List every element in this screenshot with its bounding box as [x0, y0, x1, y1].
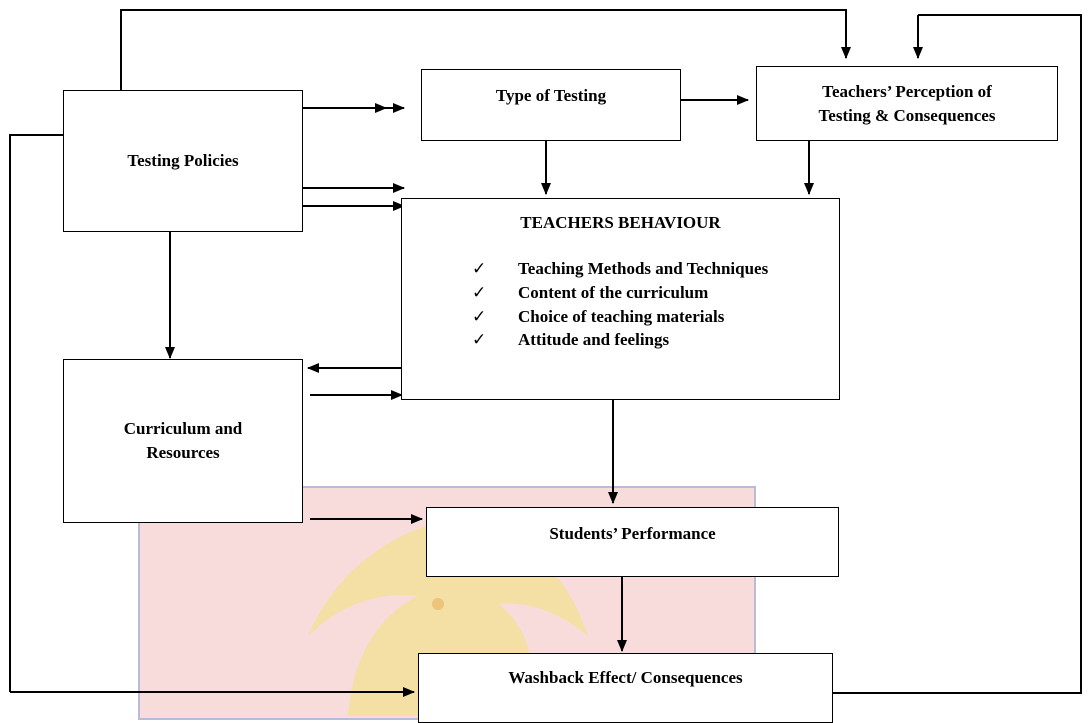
check-icon: ✓	[472, 259, 487, 278]
loop-policies-to-washback	[9, 134, 63, 692]
students-performance-box: Students’ Performance	[426, 507, 839, 577]
behaviour-item: ✓ Teaching Methods and Techniques	[472, 257, 788, 281]
loop-washback-to-perception	[832, 14, 1082, 694]
teachers-behaviour-list: ✓ Teaching Methods and Techniques ✓ Cont…	[472, 257, 788, 352]
check-icon: ✓	[472, 282, 487, 302]
behaviour-item: ✓ Attitude and feelings	[472, 328, 788, 352]
teachers-behaviour-box: TEACHERS BEHAVIOUR ✓ Teaching Methods an…	[401, 198, 840, 400]
washback-box: Washback Effect/ Consequences	[418, 653, 833, 723]
type-of-testing-box: Type of Testing	[421, 69, 681, 141]
perception-label-line1: Teachers’ Perception of	[822, 81, 992, 101]
behaviour-item: ✓ Content of the curriculum	[472, 281, 788, 305]
testing-policies-box: Testing Policies	[63, 90, 303, 232]
teachers-behaviour-title: TEACHERS BEHAVIOUR	[520, 213, 721, 232]
testing-policies-label: Testing Policies	[127, 151, 239, 171]
curriculum-label-line2: Resources	[146, 443, 220, 462]
check-icon: ✓	[472, 306, 487, 326]
check-icon: ✓	[472, 330, 487, 350]
perception-label-line2: Testing & Consequences	[818, 105, 996, 125]
curriculum-resources-box: Curriculum and Resources	[63, 359, 303, 523]
type-of-testing-label: Type of Testing	[495, 86, 607, 105]
washback-label: Washback Effect/ Consequences	[508, 668, 743, 687]
students-performance-label: Students’ Performance	[549, 524, 716, 543]
curriculum-label-line1: Curriculum and	[123, 419, 243, 439]
behaviour-item: ✓ Choice of teaching materials	[472, 305, 788, 329]
perception-box: Teachers’ Perception of Testing & Conseq…	[756, 66, 1058, 141]
